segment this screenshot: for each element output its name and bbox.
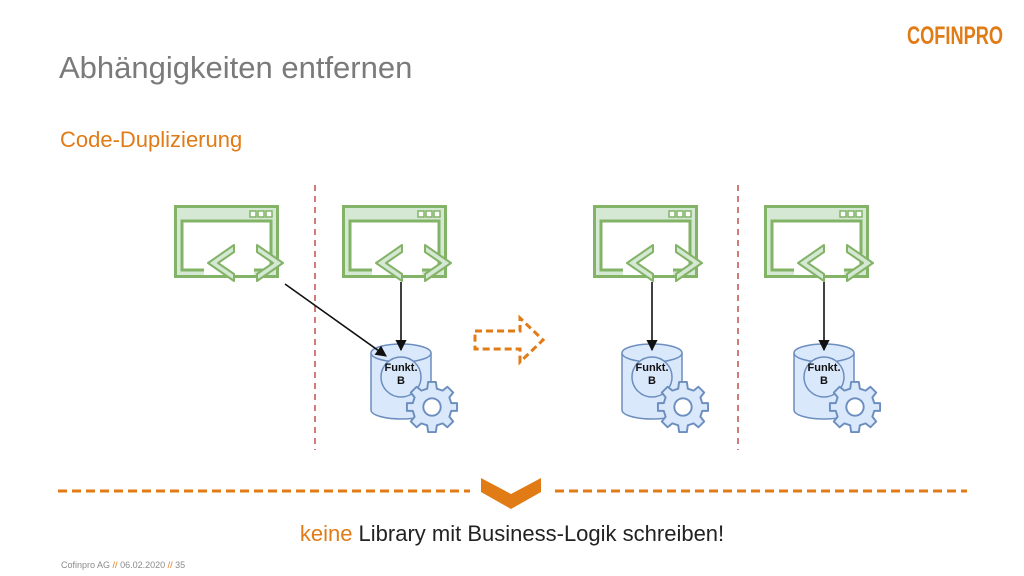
db-label-line2: B bbox=[397, 375, 405, 387]
db-label-line1: Funkt. bbox=[636, 362, 669, 374]
footer: Cofinpro AG // 06.02.2020 // 35 bbox=[61, 560, 185, 570]
conclusion-accent: keine bbox=[299, 521, 353, 546]
db-label-line2: B bbox=[820, 375, 828, 387]
chevron-down-icon bbox=[481, 478, 541, 509]
footer-company: Cofinpro AG bbox=[61, 560, 111, 570]
code-window-icon bbox=[342, 205, 453, 283]
gear-icon bbox=[656, 380, 710, 434]
gear-icon bbox=[405, 380, 459, 434]
page-title: Abhängigkeiten entfernen bbox=[59, 50, 413, 85]
footer-date: 06.02.2020 bbox=[120, 560, 166, 570]
code-window-icon bbox=[764, 205, 875, 283]
footer-page: 35 bbox=[175, 560, 186, 570]
page-subtitle: Code-Duplizierung bbox=[60, 127, 243, 152]
dashed-right-arrow-icon bbox=[473, 314, 546, 366]
cofinpro-logo: COFINPRO bbox=[907, 22, 1003, 50]
dependency-arrow bbox=[284, 283, 387, 357]
code-window-icon bbox=[593, 205, 704, 283]
code-window-icon bbox=[174, 205, 285, 283]
gear-icon bbox=[828, 380, 882, 434]
footer-separator: // bbox=[167, 560, 173, 570]
db-label-line1: Funkt. bbox=[385, 362, 418, 374]
svg-text:COFINPRO: COFINPRO bbox=[907, 22, 1003, 50]
footer-separator: // bbox=[112, 560, 118, 570]
conclusion-rest: Library mit Business-Logik schreiben! bbox=[352, 521, 725, 546]
conclusion-text: keine Library mit Business-Logik schreib… bbox=[0, 521, 1024, 547]
db-label-line1: Funkt. bbox=[808, 362, 841, 374]
db-label-line2: B bbox=[648, 375, 656, 387]
